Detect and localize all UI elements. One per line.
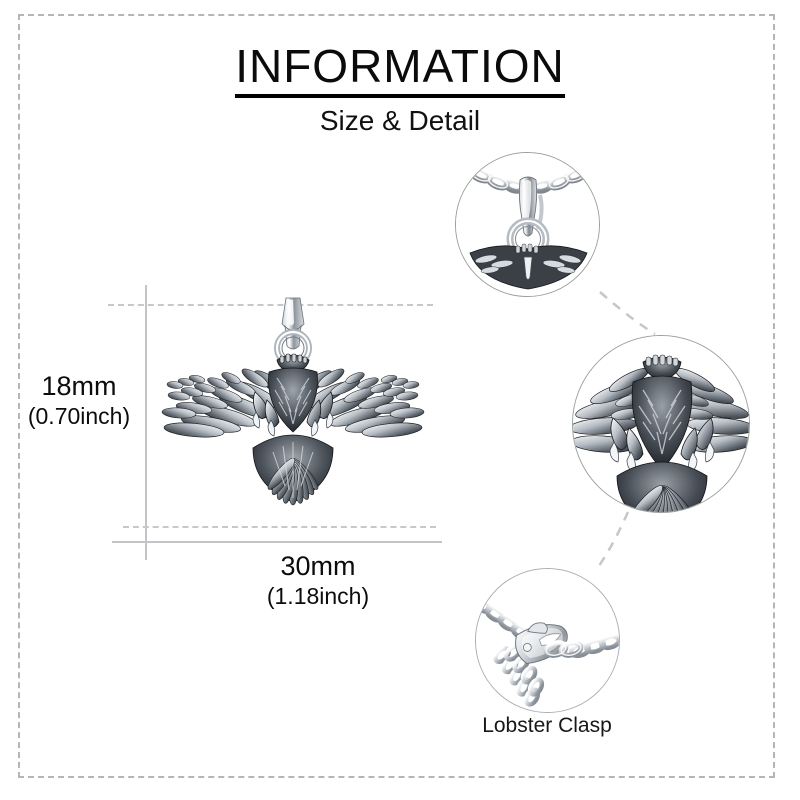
body-detail-svg <box>573 336 749 512</box>
eagle-pendant-image <box>143 290 443 530</box>
width-mm-value: 30mm <box>280 551 356 581</box>
eagle-talons <box>252 391 334 437</box>
body-detail-callout <box>572 335 750 513</box>
heading-block: INFORMATION Size & Detail <box>0 40 800 138</box>
clasp-detail-svg <box>476 569 619 712</box>
detail-talons <box>609 417 715 473</box>
top-extension-line <box>108 304 433 306</box>
connector-bail-to-body <box>599 291 656 336</box>
detail-tail <box>616 461 708 512</box>
bottom-extension-line <box>123 526 436 528</box>
eagle-chest <box>268 367 318 433</box>
height-dimension-label: 18mm (0.70inch) <box>14 371 144 430</box>
page-title: INFORMATION <box>235 40 565 92</box>
eagle-pendant-svg <box>161 297 425 506</box>
height-inch-value: (0.70inch) <box>27 402 131 429</box>
bail-detail-callout <box>455 152 600 297</box>
detail-chest <box>631 375 693 471</box>
title-underline <box>235 94 565 98</box>
lobster-clasp-caption: Lobster Clasp <box>482 714 612 737</box>
bail-detail-svg <box>456 153 599 296</box>
horizontal-dimension-guide <box>112 541 442 543</box>
page-subtitle: Size & Detail <box>319 105 481 136</box>
clasp-detail-callout <box>475 568 620 713</box>
width-dimension-label: 30mm (1.18inch) <box>223 551 413 610</box>
pendant-bail <box>274 297 312 367</box>
connector-body-to-clasp <box>594 511 630 571</box>
height-mm-value: 18mm <box>41 371 117 401</box>
eagle-top-crop <box>469 243 588 290</box>
vertical-dimension-guide <box>145 285 147 560</box>
eagle-tail <box>252 434 334 506</box>
width-inch-value: (1.18inch) <box>266 582 370 609</box>
